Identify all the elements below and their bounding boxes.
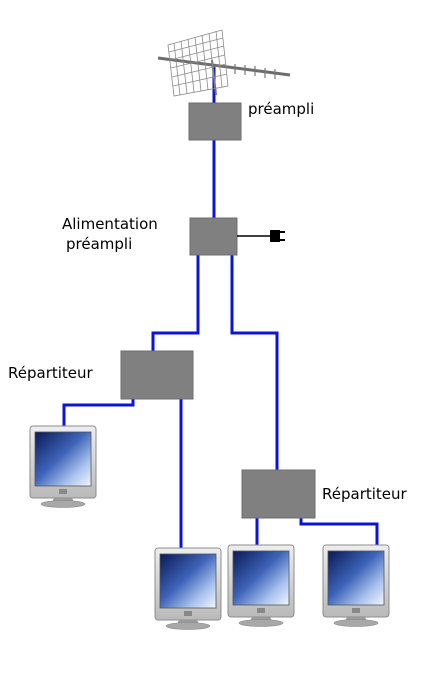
tv-monitor-icon <box>227 544 295 627</box>
power-plug-icon <box>237 230 285 242</box>
power-supply-box <box>189 217 238 256</box>
power-supply-label-line2: préampli <box>66 235 133 253</box>
tv-monitor-icon <box>322 544 390 627</box>
splitter-left-label: Répartiteur <box>8 364 93 382</box>
splitter-right-label: Répartiteur <box>322 485 407 503</box>
cable-splitter-left-to-monitor-1 <box>62 399 135 433</box>
cable-splitter-right-to-monitor-4 <box>299 518 379 547</box>
cable-power-to-splitter-right <box>230 254 279 470</box>
splitter-left-box <box>120 350 194 400</box>
tv-monitor-icon <box>154 547 222 630</box>
power-supply-label-line1: Alimentation <box>62 215 158 233</box>
splitter-right-box <box>241 469 316 519</box>
preamp-label: préampli <box>248 100 315 118</box>
cable-network <box>62 65 379 555</box>
preamp-box <box>188 102 242 141</box>
antenna-icon <box>157 29 291 97</box>
cable-power-to-splitter-left <box>151 254 200 351</box>
tv-monitor-icon <box>29 425 97 508</box>
